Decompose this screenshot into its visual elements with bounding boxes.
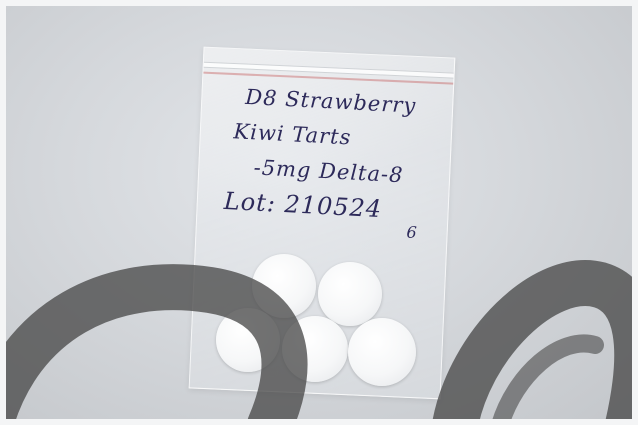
tart-3	[216, 308, 280, 372]
watermark-stroke-inner	[491, 334, 604, 425]
tart-2	[318, 262, 382, 326]
label-line-lot: Lot: 210524	[223, 186, 383, 224]
label-line-flavor: Kiwi Tarts	[232, 119, 352, 150]
label-line-count: 6	[406, 222, 419, 243]
tart-1	[252, 254, 316, 318]
watermark-stroke-right	[432, 260, 638, 425]
bag-zipper	[203, 61, 454, 79]
tart-4	[282, 316, 348, 382]
label-line-dose: -5mg Delta-8	[253, 155, 405, 188]
tart-5	[348, 318, 416, 386]
handwritten-label: D8 Strawberry Kiwi Tarts -5mg Delta-8 Lo…	[223, 85, 455, 243]
